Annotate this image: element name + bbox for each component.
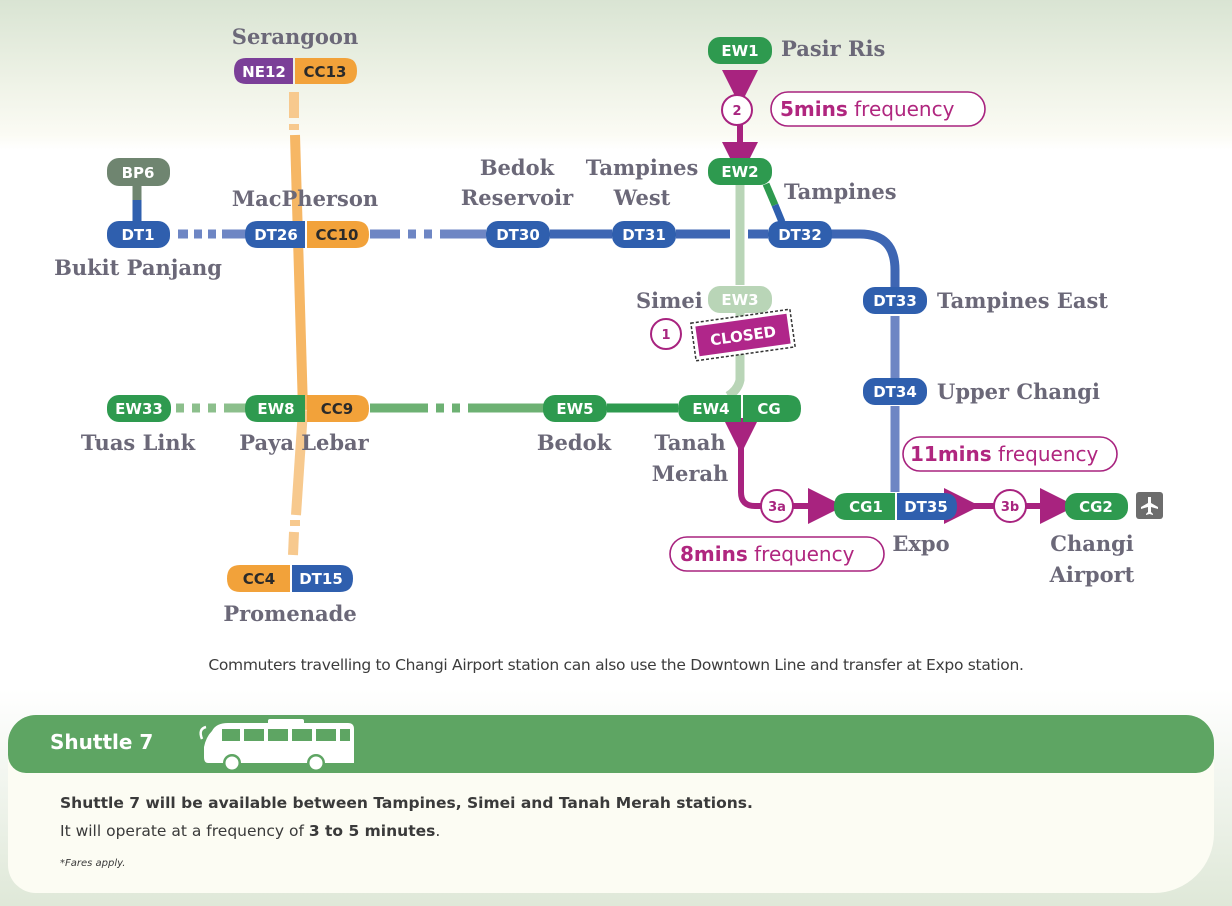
- shuttle-route-text: Shuttle 7 will be available between Tamp…: [60, 794, 753, 812]
- svg-text:DT30: DT30: [496, 226, 540, 244]
- station-name-bedok-reservoir-2: Reservoir: [461, 185, 574, 210]
- station-name-promenade: Promenade: [223, 601, 356, 626]
- station-name-paya-lebar: Paya Lebar: [239, 430, 369, 455]
- station-name-expo: Expo: [892, 531, 949, 556]
- station-badge-tanah-merah[interactable]: EW4 CG: [678, 395, 801, 422]
- shuttle-badge-1: 1: [650, 318, 682, 350]
- svg-text:EW1: EW1: [721, 42, 758, 60]
- svg-text:EW8: EW8: [257, 400, 294, 418]
- station-name-macpherson: MacPherson: [232, 186, 378, 211]
- svg-text:EW3: EW3: [721, 291, 758, 309]
- svg-text:EW5: EW5: [556, 400, 593, 418]
- east-west-line: [176, 184, 745, 413]
- station-badge-bedok[interactable]: EW5: [543, 395, 607, 422]
- svg-text:DT33: DT33: [873, 292, 917, 310]
- svg-text:CC4: CC4: [243, 570, 275, 588]
- svg-text:3a: 3a: [768, 500, 786, 515]
- bus-icon: [199, 719, 354, 771]
- station-name-serangoon: Serangoon: [232, 24, 358, 49]
- station-badge-tampines-dt[interactable]: DT32: [768, 221, 832, 248]
- svg-text:DT35: DT35: [904, 498, 948, 516]
- svg-text:CG: CG: [757, 400, 780, 418]
- svg-text:5mins frequency: 5mins frequency: [780, 97, 955, 121]
- svg-text:DT34: DT34: [873, 383, 917, 401]
- frequency-pill-11mins: 11mins frequency: [902, 436, 1118, 472]
- station-name-tanah-merah-1: Tanah: [654, 430, 725, 455]
- station-name-tampines-west-1: Tampines: [586, 155, 699, 180]
- station-name-tuas-link: Tuas Link: [81, 430, 196, 455]
- rail-map: 2 1 3a 3b 5mins frequency 11mins frequen…: [54, 24, 1163, 626]
- downtown-line: [132, 182, 900, 492]
- station-badge-tampines-west[interactable]: DT31: [612, 221, 676, 248]
- svg-text:8mins frequency: 8mins frequency: [680, 542, 855, 566]
- station-badge-tuas-link[interactable]: EW33: [107, 395, 171, 422]
- svg-text:1: 1: [661, 328, 670, 343]
- svg-text:DT31: DT31: [622, 226, 666, 244]
- station-badge-expo[interactable]: CG1 DT35: [834, 493, 957, 520]
- station-badge-bukit-panjang[interactable]: DT1: [107, 221, 170, 248]
- station-name-tampines-west-2: West: [613, 185, 671, 210]
- frequency-pill-8mins: 8mins frequency: [669, 536, 885, 572]
- station-name-bedok-reservoir-1: Bedok: [480, 155, 555, 180]
- station-badge-upper-changi[interactable]: DT34: [863, 378, 927, 405]
- svg-text:DT15: DT15: [299, 570, 343, 588]
- svg-text:DT1: DT1: [121, 226, 154, 244]
- svg-text:3b: 3b: [1001, 500, 1019, 515]
- svg-text:EW4: EW4: [692, 400, 729, 418]
- station-badge-simei[interactable]: EW3: [708, 286, 772, 313]
- station-badge-promenade[interactable]: CC4 DT15: [227, 565, 353, 592]
- station-name-changi-airport-2: Airport: [1049, 562, 1135, 587]
- svg-text:EW2: EW2: [721, 163, 758, 181]
- circle-line: [288, 92, 308, 556]
- station-badge-changi-airport[interactable]: CG2: [1065, 493, 1128, 520]
- svg-text:CC13: CC13: [304, 63, 347, 81]
- svg-text:2: 2: [732, 104, 741, 119]
- svg-text:CG2: CG2: [1079, 498, 1113, 516]
- station-badge-tampines-ew[interactable]: EW2: [708, 158, 772, 185]
- svg-text:11mins frequency: 11mins frequency: [910, 442, 1099, 466]
- station-name-tanah-merah-2: Merah: [652, 461, 729, 486]
- station-badge-serangoon[interactable]: NE12 CC13: [234, 58, 357, 84]
- shuttle-header: Shuttle 7: [8, 715, 1214, 773]
- svg-text:CC9: CC9: [321, 400, 353, 418]
- station-name-tampines: Tampines: [784, 179, 897, 204]
- station-name-pasir-ris: Pasir Ris: [781, 36, 885, 61]
- svg-text:CC10: CC10: [316, 226, 359, 244]
- station-badge-bedok-reservoir[interactable]: DT30: [486, 221, 550, 248]
- svg-text:NE12: NE12: [242, 63, 286, 81]
- station-badge-pasir-ris[interactable]: EW1: [708, 37, 772, 64]
- svg-text:BP6: BP6: [122, 164, 155, 182]
- svg-text:DT32: DT32: [778, 226, 822, 244]
- transfer-note: Commuters travelling to Changi Airport s…: [208, 656, 1024, 674]
- station-name-bukit-panjang: Bukit Panjang: [54, 255, 222, 280]
- station-name-simei: Simei: [636, 288, 703, 313]
- frequency-pill-5mins: 5mins frequency: [770, 91, 986, 127]
- shuttle-title: Shuttle 7: [50, 730, 154, 754]
- shuttle-info-card: Shuttle 7 Shuttle 7 will be available be…: [8, 715, 1214, 893]
- fares-footnote: *Fares apply.: [60, 858, 126, 869]
- station-name-tampines-east: Tampines East: [937, 288, 1108, 313]
- shuttle-badge-3a: 3a: [760, 489, 794, 523]
- station-name-upper-changi: Upper Changi: [937, 379, 1100, 404]
- shuttle-badge-2: 2: [721, 94, 753, 126]
- svg-text:DT26: DT26: [254, 226, 298, 244]
- shuttle-badge-3b: 3b: [993, 489, 1027, 523]
- svg-text:CG1: CG1: [849, 498, 883, 516]
- station-badge-macpherson[interactable]: DT26 CC10: [245, 221, 369, 248]
- closed-stamp: CLOSED: [689, 308, 797, 362]
- station-badge-tampines-east[interactable]: DT33: [863, 287, 927, 314]
- station-badge-bp6[interactable]: BP6: [107, 158, 170, 186]
- shuttle-frequency-text: It will operate at a frequency of 3 to 5…: [60, 822, 441, 840]
- airplane-icon: [1136, 492, 1163, 519]
- station-name-changi-airport-1: Changi: [1050, 531, 1134, 556]
- station-name-bedok: Bedok: [537, 430, 612, 455]
- svg-text:EW33: EW33: [115, 400, 163, 418]
- station-badge-paya-lebar[interactable]: EW8 CC9: [245, 395, 369, 422]
